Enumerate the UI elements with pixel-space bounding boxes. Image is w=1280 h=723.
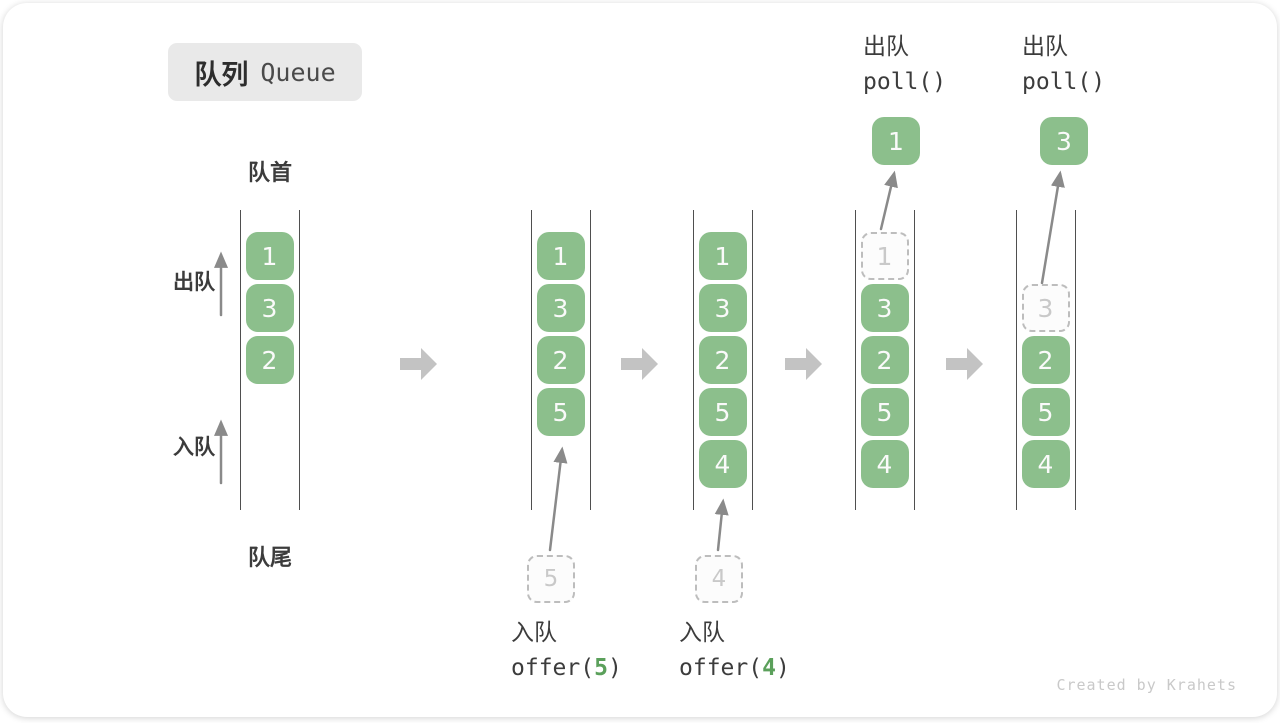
queue-rear-label: 队尾 bbox=[247, 546, 292, 571]
watermark: Created by Krahets bbox=[1056, 676, 1237, 694]
op-zh: 出队 bbox=[863, 34, 909, 60]
op-zh: 入队 bbox=[679, 620, 725, 646]
queue-state-3: 1 3 2 5 4 bbox=[693, 210, 753, 510]
dequeue-side-label: 出队 bbox=[173, 270, 215, 294]
op-code: poll() bbox=[863, 69, 947, 95]
enqueue-side-label: 入队 bbox=[173, 435, 215, 459]
title-en: Queue bbox=[260, 57, 336, 87]
op-label-state5: 出队 poll() bbox=[1022, 30, 1105, 100]
queue-item: 2 bbox=[245, 336, 294, 384]
polled-item: 3 bbox=[1040, 117, 1088, 165]
op-code: offer(4) bbox=[679, 655, 790, 681]
queue-item: 3 bbox=[245, 284, 294, 332]
pending-item: 5 bbox=[527, 555, 575, 603]
queue-front-label: 队首 bbox=[247, 161, 292, 186]
queue-item: 1 bbox=[536, 232, 585, 280]
queue-state-1: 1 3 2 bbox=[240, 210, 300, 510]
queue-item: 5 bbox=[698, 388, 747, 436]
op-code: poll() bbox=[1022, 69, 1106, 95]
diagram-canvas: 队列 Queue 队首 队尾 出队 入队 1 3 2 1 3 2 5 bbox=[3, 3, 1277, 717]
queue-item: 4 bbox=[698, 440, 747, 488]
polled-item: 1 bbox=[872, 117, 920, 165]
op-code: offer(5) bbox=[511, 655, 622, 681]
queue-item: 5 bbox=[1021, 388, 1070, 436]
queue-item: 2 bbox=[860, 336, 909, 384]
queue-item: 2 bbox=[536, 336, 585, 384]
pending-item: 4 bbox=[695, 555, 743, 603]
queue-item: 4 bbox=[1021, 440, 1070, 488]
op-zh: 出队 bbox=[1022, 34, 1068, 60]
op-label-state3: 入队 offer(4) bbox=[679, 616, 790, 686]
queue-item: 1 bbox=[698, 232, 747, 280]
title-badge: 队列 Queue bbox=[168, 43, 362, 101]
queue-state-5: 3 2 5 4 bbox=[1016, 210, 1076, 510]
op-label-state2: 入队 offer(5) bbox=[511, 616, 622, 686]
arrows-overlay bbox=[213, 170, 1065, 552]
queue-item: 2 bbox=[1021, 336, 1070, 384]
queue-item: 3 bbox=[698, 284, 747, 332]
queue-state-4: 1 3 2 5 4 bbox=[855, 210, 915, 510]
step-arrow-3 bbox=[785, 348, 822, 380]
queue-item: 5 bbox=[860, 388, 909, 436]
queue-item: 1 bbox=[245, 232, 294, 280]
queue-item: 2 bbox=[698, 336, 747, 384]
title-zh: 队列 bbox=[194, 59, 249, 91]
queue-item-dashed: 3 bbox=[1021, 284, 1070, 332]
op-label-state4: 出队 poll() bbox=[863, 30, 946, 100]
step-arrow-1 bbox=[400, 348, 437, 380]
queue-item-dashed: 1 bbox=[860, 232, 909, 280]
op-zh: 入队 bbox=[511, 620, 557, 646]
queue-item: 3 bbox=[860, 284, 909, 332]
queue-item: 4 bbox=[860, 440, 909, 488]
step-arrow-2 bbox=[621, 348, 658, 380]
queue-state-2: 1 3 2 5 bbox=[531, 210, 591, 510]
queue-item: 5 bbox=[536, 388, 585, 436]
queue-item: 3 bbox=[536, 284, 585, 332]
step-arrow-4 bbox=[946, 348, 983, 380]
